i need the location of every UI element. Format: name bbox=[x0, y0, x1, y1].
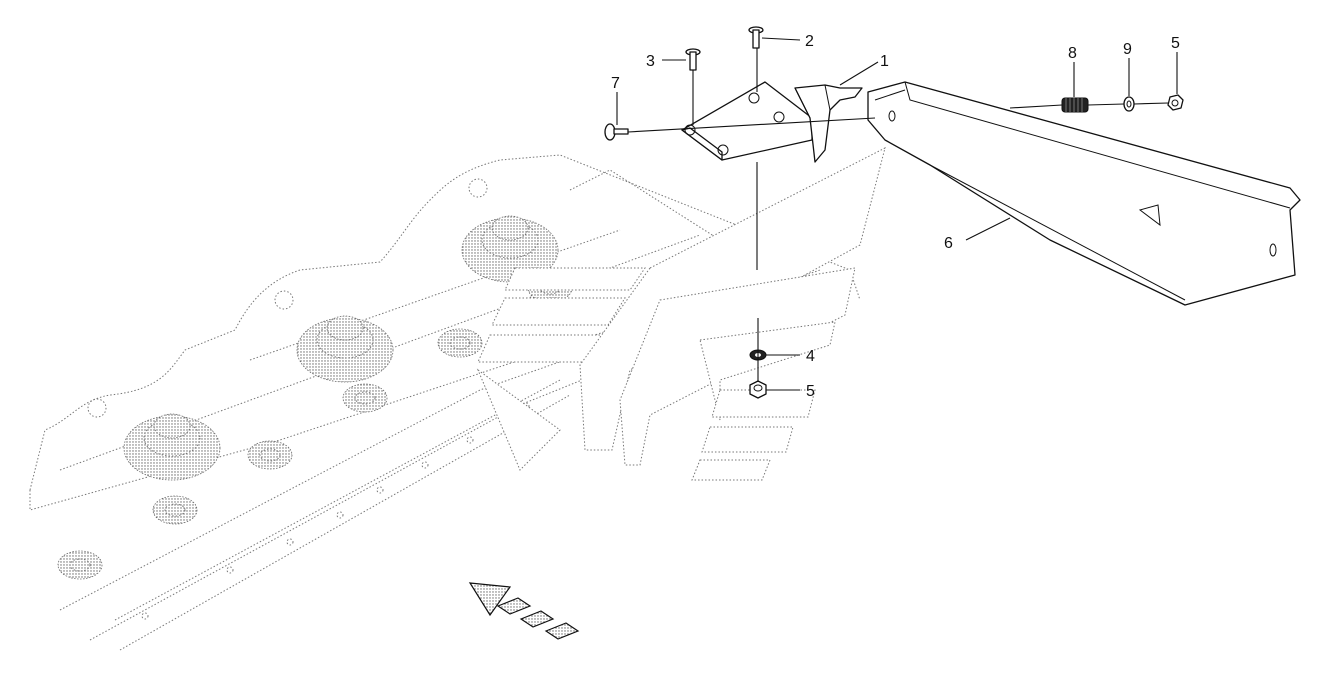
callout-9: 9 bbox=[1123, 41, 1132, 58]
assembly-lines bbox=[627, 48, 1169, 382]
callout-4: 4 bbox=[806, 348, 815, 365]
disc-hub-2 bbox=[296, 315, 394, 383]
callout-5-bottom: 5 bbox=[806, 383, 815, 400]
watermark-logo bbox=[476, 147, 886, 481]
callout-7: 7 bbox=[611, 75, 620, 92]
spring-8 bbox=[1061, 97, 1089, 113]
disc-hub-3 bbox=[123, 413, 221, 481]
callout-2: 2 bbox=[805, 33, 814, 50]
nut-5-top bbox=[1167, 94, 1184, 111]
callout-3: 3 bbox=[646, 53, 655, 70]
disc-hub-1 bbox=[461, 215, 559, 283]
callout-8: 8 bbox=[1068, 45, 1077, 62]
bolt-7 bbox=[604, 123, 629, 141]
bracket-upright bbox=[794, 84, 863, 163]
cutter-bar bbox=[29, 154, 861, 651]
bolt-2 bbox=[748, 26, 764, 49]
bolt-3 bbox=[685, 48, 701, 71]
nut-5-bottom bbox=[749, 380, 767, 399]
bracket-plate bbox=[681, 81, 813, 161]
callout-1: 1 bbox=[880, 53, 889, 70]
callout-leaders bbox=[616, 37, 1178, 391]
washer-9 bbox=[1123, 96, 1135, 112]
callout-5-top: 5 bbox=[1171, 35, 1180, 52]
callout-6: 6 bbox=[944, 235, 953, 252]
direction-arrow-icon bbox=[468, 582, 580, 640]
callout-labels: 1 2 3 4 5 5 6 7 8 9 bbox=[611, 33, 1180, 400]
skid-shoe bbox=[867, 81, 1301, 306]
